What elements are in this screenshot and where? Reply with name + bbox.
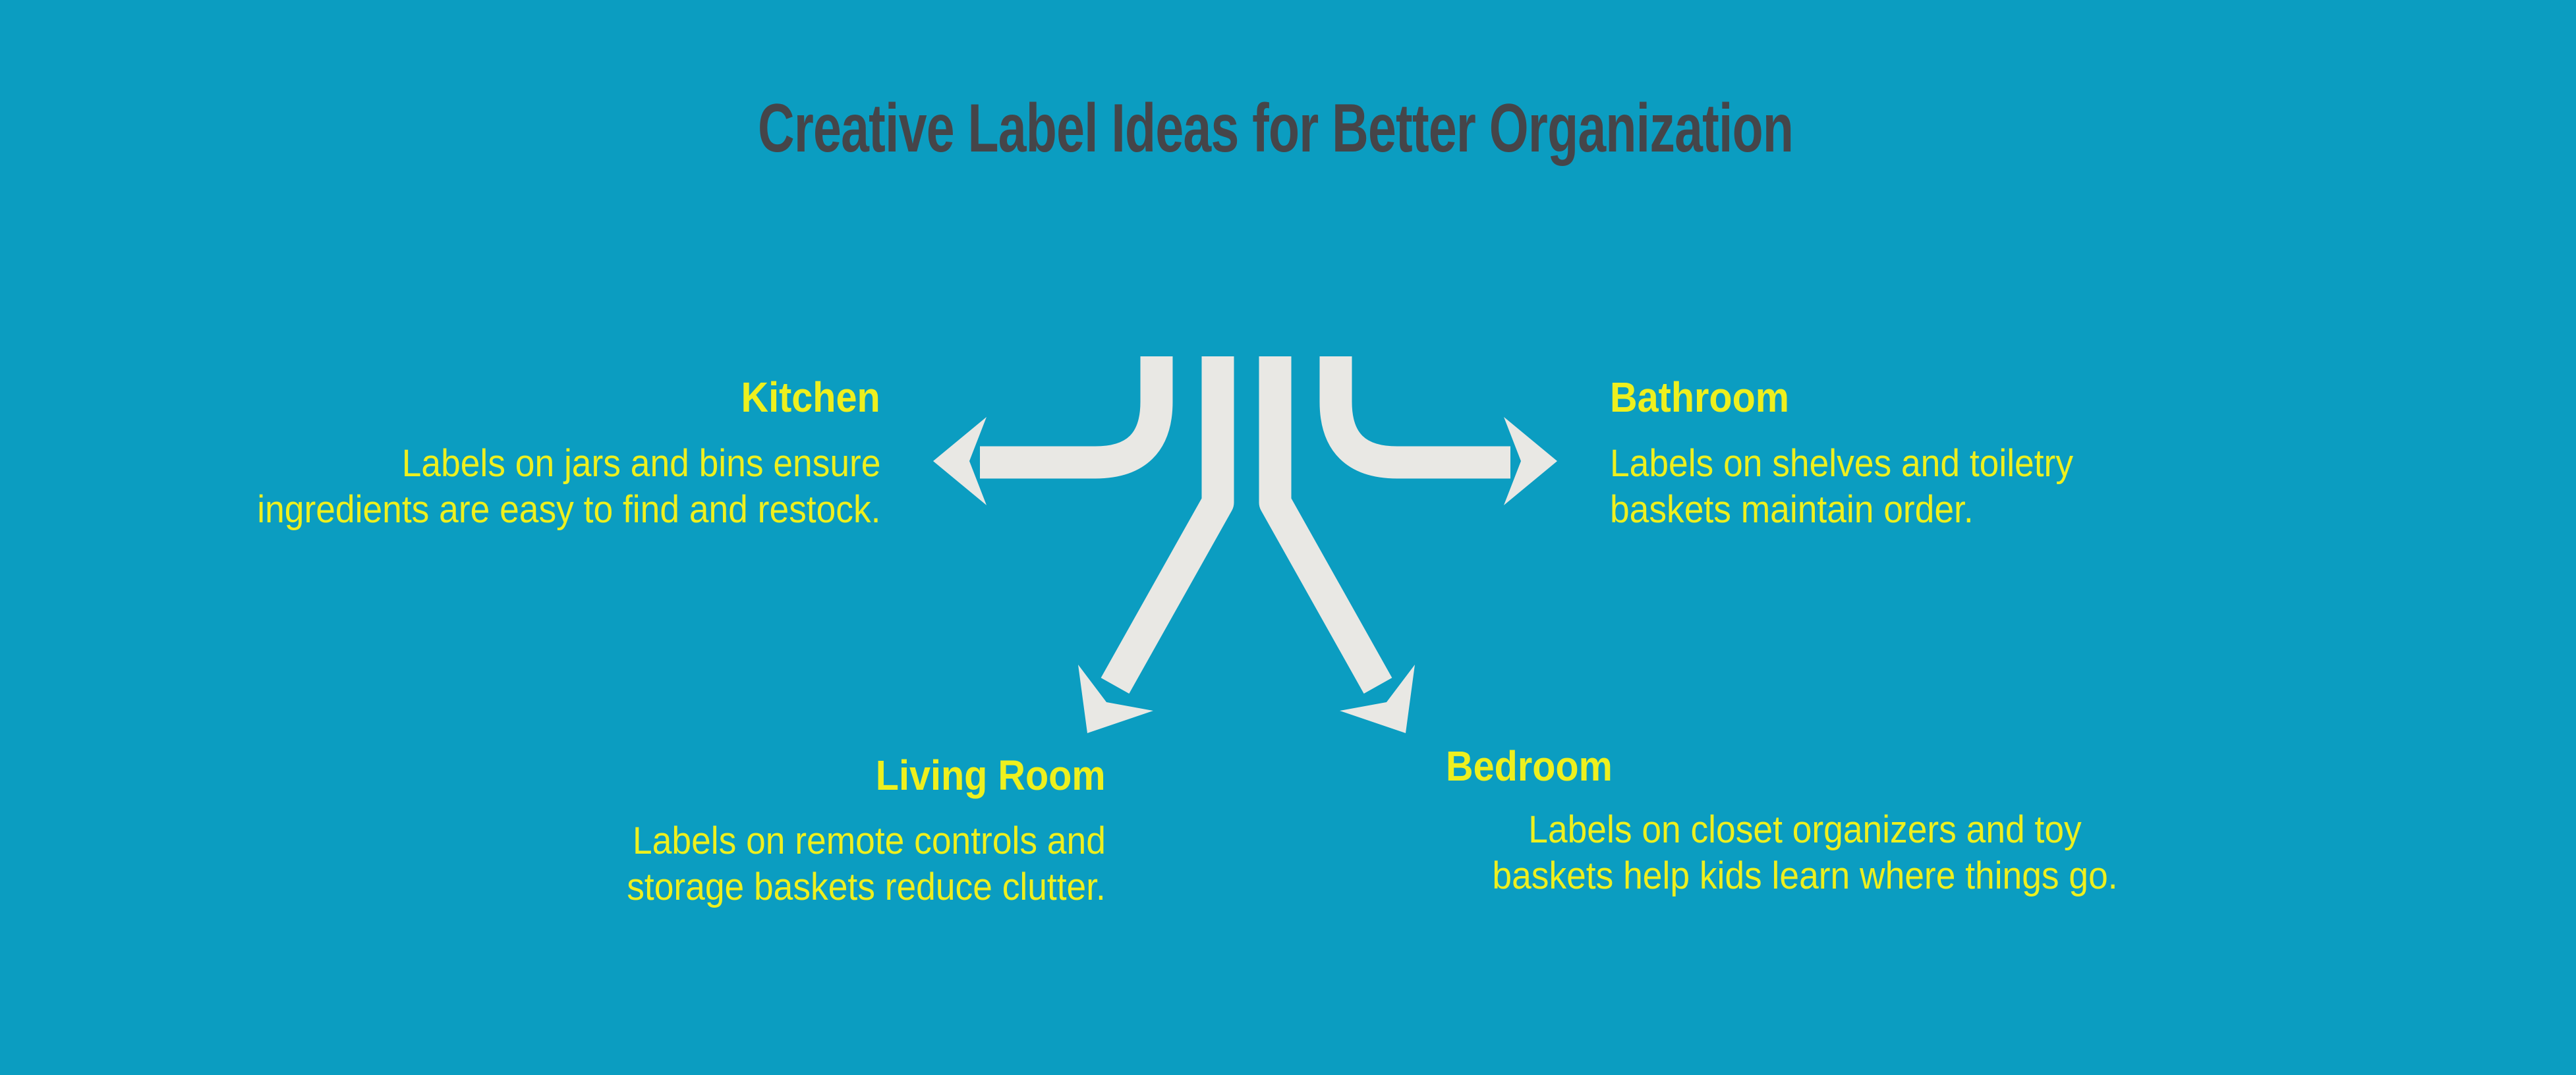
section-description-line: Labels on jars and bins ensure bbox=[401, 442, 880, 485]
section-description-bedroom: Labels on closet organizers and toy bask… bbox=[1320, 807, 2290, 899]
section-description-line: ingredients are easy to find and restock… bbox=[256, 488, 880, 531]
section-heading-bedroom: Bedroom bbox=[1446, 742, 1613, 790]
section-description-line: Labels on remote controls and bbox=[633, 819, 1106, 862]
left-arrow-icon bbox=[933, 356, 1173, 505]
right-arrow-icon bbox=[1319, 356, 1557, 505]
section-description-bathroom: Labels on shelves and toiletry baskets m… bbox=[1610, 441, 2073, 533]
section-description-living-room: Labels on remote controls and storage ba… bbox=[627, 818, 1106, 910]
section-description-line: Labels on shelves and toiletry bbox=[1610, 442, 2074, 485]
down-left-arrow-icon bbox=[1078, 356, 1234, 733]
page-title: Creative Label Ideas for Better Organiza… bbox=[758, 90, 1794, 167]
section-heading-bathroom: Bathroom bbox=[1610, 373, 1789, 421]
section-description-line: storage baskets reduce clutter. bbox=[627, 866, 1106, 908]
down-right-arrow-icon bbox=[1259, 356, 1415, 733]
section-description-line: baskets help kids learn where things go. bbox=[1492, 854, 2118, 897]
section-description-kitchen: Labels on jars and bins ensure ingredien… bbox=[257, 441, 880, 533]
section-heading-kitchen: Kitchen bbox=[741, 373, 880, 421]
section-description-line: Labels on closet organizers and toy bbox=[1528, 808, 2082, 851]
section-description-line: baskets maintain order. bbox=[1610, 488, 1974, 531]
section-heading-living-room: Living Room bbox=[876, 752, 1106, 799]
